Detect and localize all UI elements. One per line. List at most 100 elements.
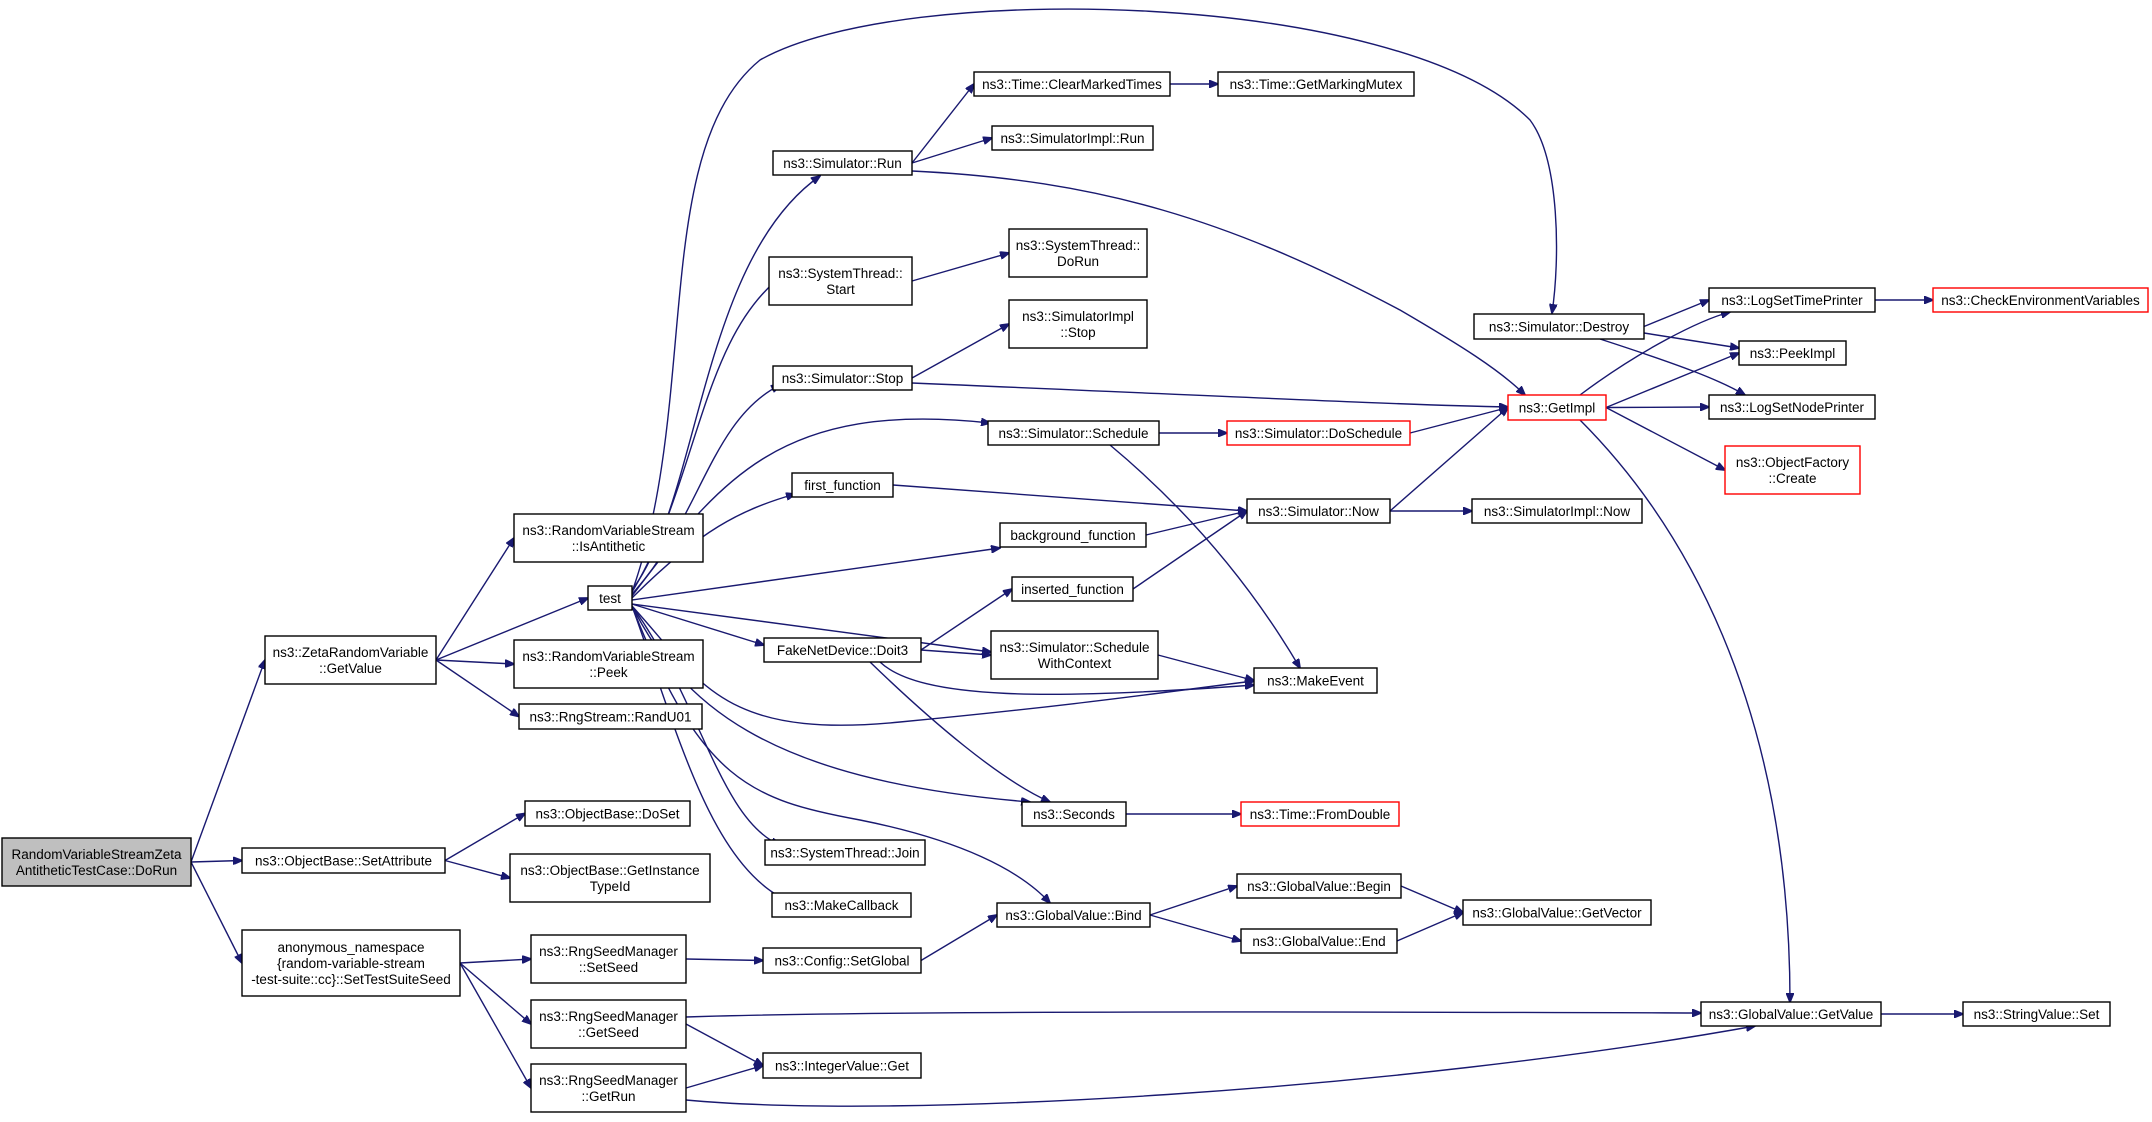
call-edge [892, 484, 1247, 511]
node-box [771, 892, 912, 918]
node-box [1021, 801, 1127, 827]
node-box [1236, 873, 1402, 899]
node-label: ns3::Time::FromDouble [1250, 807, 1391, 822]
node-root[interactable]: RandomVariableStreamZetaAntitheticTestCa… [1, 837, 192, 887]
node-label: {random-variable-stream [277, 956, 425, 971]
node-label: RandomVariableStreamZeta [11, 847, 182, 862]
node-doset[interactable]: ns3::ObjectBase::DoSet [524, 800, 691, 827]
node-label: ns3::MakeEvent [1267, 674, 1364, 689]
node-logsetnodeprinter[interactable]: ns3::LogSetNodePrinter [1708, 394, 1876, 420]
node-label: ns3::Time::ClearMarkedTimes [982, 77, 1162, 92]
node-box [772, 365, 913, 391]
node-simimpl-stop[interactable]: ns3::SimulatorImpl::Stop [1008, 299, 1148, 349]
node-box [524, 800, 691, 827]
node-label: ns3::LogSetTimePrinter [1721, 293, 1863, 308]
node-test[interactable]: test [587, 585, 633, 611]
node-label: ::IsAntithetic [572, 539, 646, 554]
node-makecallback[interactable]: ns3::MakeCallback [771, 892, 912, 918]
node-settestsuiteseed[interactable]: anonymous_namespace{random-variable-stre… [241, 929, 461, 997]
node-config-setglobal[interactable]: ns3::Config::SetGlobal [762, 947, 922, 974]
node-rng-getseed[interactable]: ns3::RngSeedManager::GetSeed [530, 999, 687, 1049]
node-label: ::Stop [1060, 325, 1095, 340]
call-edge [685, 959, 763, 961]
node-setattribute[interactable]: ns3::ObjectBase::SetAttribute [241, 847, 446, 874]
node-label: background_function [1010, 528, 1135, 543]
node-systhread-dorun[interactable]: ns3::SystemThread::DoRun [1008, 228, 1148, 278]
node-makeevent[interactable]: ns3::MakeEvent [1253, 667, 1378, 694]
node-simimpl-run[interactable]: ns3::SimulatorImpl::Run [991, 125, 1154, 151]
node-label: test [599, 591, 621, 606]
node-inserted-function[interactable]: inserted_function [1011, 576, 1134, 602]
node-label: ns3::Time::GetMarkingMutex [1230, 77, 1403, 92]
node-seconds[interactable]: ns3::Seconds [1021, 801, 1127, 827]
node-peek[interactable]: ns3::RandomVariableStream::Peek [513, 639, 704, 689]
node-label: ns3::SimulatorImpl::Now [1484, 504, 1631, 519]
node-first-function[interactable]: first_function [791, 472, 894, 498]
node-label: ns3::SystemThread::Join [770, 846, 919, 861]
node-box [996, 902, 1151, 928]
node-rng-getrun[interactable]: ns3::RngSeedManager::GetRun [530, 1063, 687, 1113]
node-globalvalue-bind[interactable]: ns3::GlobalValue::Bind [996, 902, 1151, 928]
node-sim-doschedule[interactable]: ns3::Simulator::DoSchedule [1226, 420, 1411, 446]
node-peekimpl[interactable]: ns3::PeekImpl [1738, 340, 1847, 366]
node-fakenetdevice[interactable]: FakeNetDevice::Doit3 [763, 637, 922, 663]
node-box [762, 947, 922, 974]
node-logsettimeprinter[interactable]: ns3::LogSetTimePrinter [1708, 287, 1876, 313]
node-box [990, 630, 1159, 680]
node-label: ns3::Simulator::DoSchedule [1235, 426, 1402, 441]
node-systhread-start[interactable]: ns3::SystemThread::Start [768, 256, 913, 306]
call-edge [1605, 407, 1709, 408]
call-edge [911, 324, 1009, 379]
call-edge [869, 661, 1050, 802]
node-sim-destroy[interactable]: ns3::Simulator::Destroy [1473, 313, 1645, 340]
node-label: ns3::PeekImpl [1750, 346, 1836, 361]
node-globalvalue-getvalue[interactable]: ns3::GlobalValue::GetValue [1700, 1001, 1882, 1027]
node-sim-now[interactable]: ns3::Simulator::Now [1246, 498, 1391, 524]
node-sim-schedule[interactable]: ns3::Simulator::Schedule [987, 420, 1160, 446]
node-randu01[interactable]: ns3::RngStream::RandU01 [518, 703, 703, 730]
call-edge [631, 8, 1557, 593]
node-box [987, 420, 1160, 446]
call-nodes: RandomVariableStreamZetaAntitheticTestCa… [1, 71, 2149, 1113]
call-edge [1400, 885, 1463, 913]
node-label: ns3::LogSetNodePrinter [1720, 400, 1865, 415]
node-checkenvvars[interactable]: ns3::CheckEnvironmentVariables [1932, 287, 2149, 313]
node-globalvalue-begin[interactable]: ns3::GlobalValue::Begin [1236, 873, 1402, 899]
node-label: ::Create [1768, 471, 1816, 486]
node-label: ns3::GetImpl [1519, 401, 1596, 416]
call-edge [1389, 408, 1508, 512]
node-integervalue-get[interactable]: ns3::IntegerValue::Get [762, 1052, 922, 1079]
node-rng-setseed[interactable]: ns3::RngSeedManager::SetSeed [530, 934, 687, 984]
node-label: ns3::ObjectFactory [1736, 455, 1850, 470]
node-label: ::Peek [589, 665, 628, 680]
node-simimpl-now[interactable]: ns3::SimulatorImpl::Now [1471, 498, 1643, 524]
node-isantithetic[interactable]: ns3::RandomVariableStream::IsAntithetic [513, 513, 704, 563]
node-box [530, 1063, 687, 1113]
node-background-function[interactable]: background_function [999, 522, 1147, 548]
node-label: ns3::Seconds [1033, 807, 1115, 822]
node-time-clearmarked[interactable]: ns3::Time::ClearMarkedTimes [973, 71, 1171, 97]
node-label: ns3::ObjectBase::DoSet [535, 807, 679, 822]
node-time-getmarkingmutex[interactable]: ns3::Time::GetMarkingMutex [1217, 71, 1415, 97]
node-systhread-join[interactable]: ns3::SystemThread::Join [764, 839, 926, 866]
node-objectfactory-create[interactable]: ns3::ObjectFactory::Create [1724, 445, 1861, 495]
call-edge [685, 1012, 1701, 1018]
node-time-fromdouble[interactable]: ns3::Time::FromDouble [1240, 801, 1400, 827]
call-edge [1149, 914, 1241, 941]
node-sim-run[interactable]: ns3::Simulator::Run [772, 150, 913, 176]
node-getimpl[interactable]: ns3::GetImpl [1507, 394, 1607, 421]
call-edge [1605, 406, 1725, 471]
node-box [772, 150, 913, 176]
node-globalvalue-end[interactable]: ns3::GlobalValue::End [1240, 928, 1398, 954]
call-edge [1579, 419, 1790, 1002]
node-sim-stop[interactable]: ns3::Simulator::Stop [772, 365, 913, 391]
node-globalvalue-getvector[interactable]: ns3::GlobalValue::GetVector [1462, 899, 1652, 926]
node-label: AntitheticTestCase::DoRun [16, 863, 177, 878]
call-edge [1579, 312, 1730, 396]
call-edge [1109, 444, 1300, 668]
node-zeta-getvalue[interactable]: ns3::ZetaRandomVariable::GetValue [264, 635, 437, 685]
node-box [1240, 928, 1398, 954]
node-stringvalue-set[interactable]: ns3::StringValue::Set [1962, 1001, 2111, 1027]
